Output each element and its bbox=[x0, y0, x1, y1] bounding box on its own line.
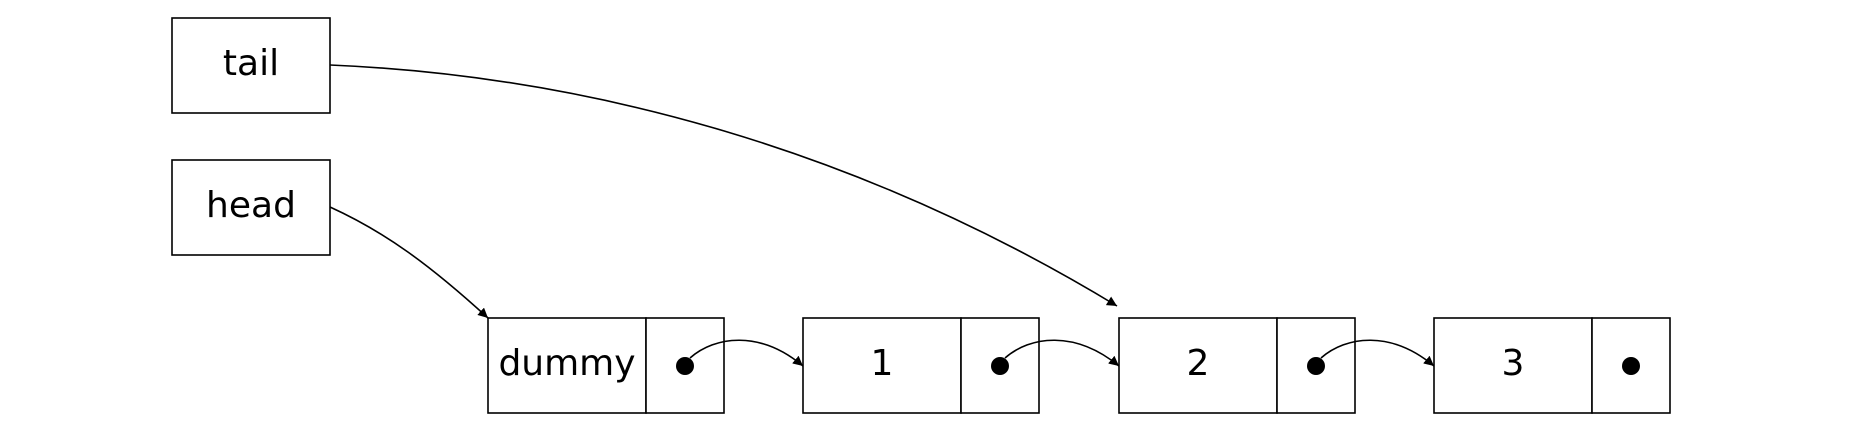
list-node-1: 1 bbox=[802, 317, 1040, 414]
head-pointer-box: head bbox=[171, 159, 331, 256]
next-arrow-2-to-3 bbox=[1320, 339, 1435, 367]
node-label: dummy bbox=[498, 343, 635, 384]
tail-arrow bbox=[329, 64, 1118, 307]
next-arrow-1-to-2 bbox=[1004, 339, 1120, 367]
node-label: 2 bbox=[1187, 343, 1210, 384]
next-arrow-dummy-to-1 bbox=[689, 339, 804, 367]
node-next-cell bbox=[1276, 317, 1356, 414]
list-node-dummy: dummy bbox=[487, 317, 725, 414]
tail-pointer-box: tail bbox=[171, 17, 331, 114]
head-label: head bbox=[206, 185, 296, 226]
next-pointer-dot bbox=[991, 357, 1009, 375]
next-pointer-dot bbox=[676, 357, 694, 375]
node-value-cell bbox=[487, 317, 647, 414]
head-arrow bbox=[329, 206, 489, 319]
node-label: 3 bbox=[1502, 343, 1525, 384]
next-pointer-dot bbox=[1307, 357, 1325, 375]
node-value-cell bbox=[1118, 317, 1278, 414]
tail-label: tail bbox=[223, 43, 279, 84]
next-pointer-dot bbox=[1622, 357, 1640, 375]
node-label: 1 bbox=[871, 343, 894, 384]
list-node-2: 2 bbox=[1118, 317, 1356, 414]
node-value-cell bbox=[802, 317, 962, 414]
list-node-3: 3 bbox=[1433, 317, 1671, 414]
